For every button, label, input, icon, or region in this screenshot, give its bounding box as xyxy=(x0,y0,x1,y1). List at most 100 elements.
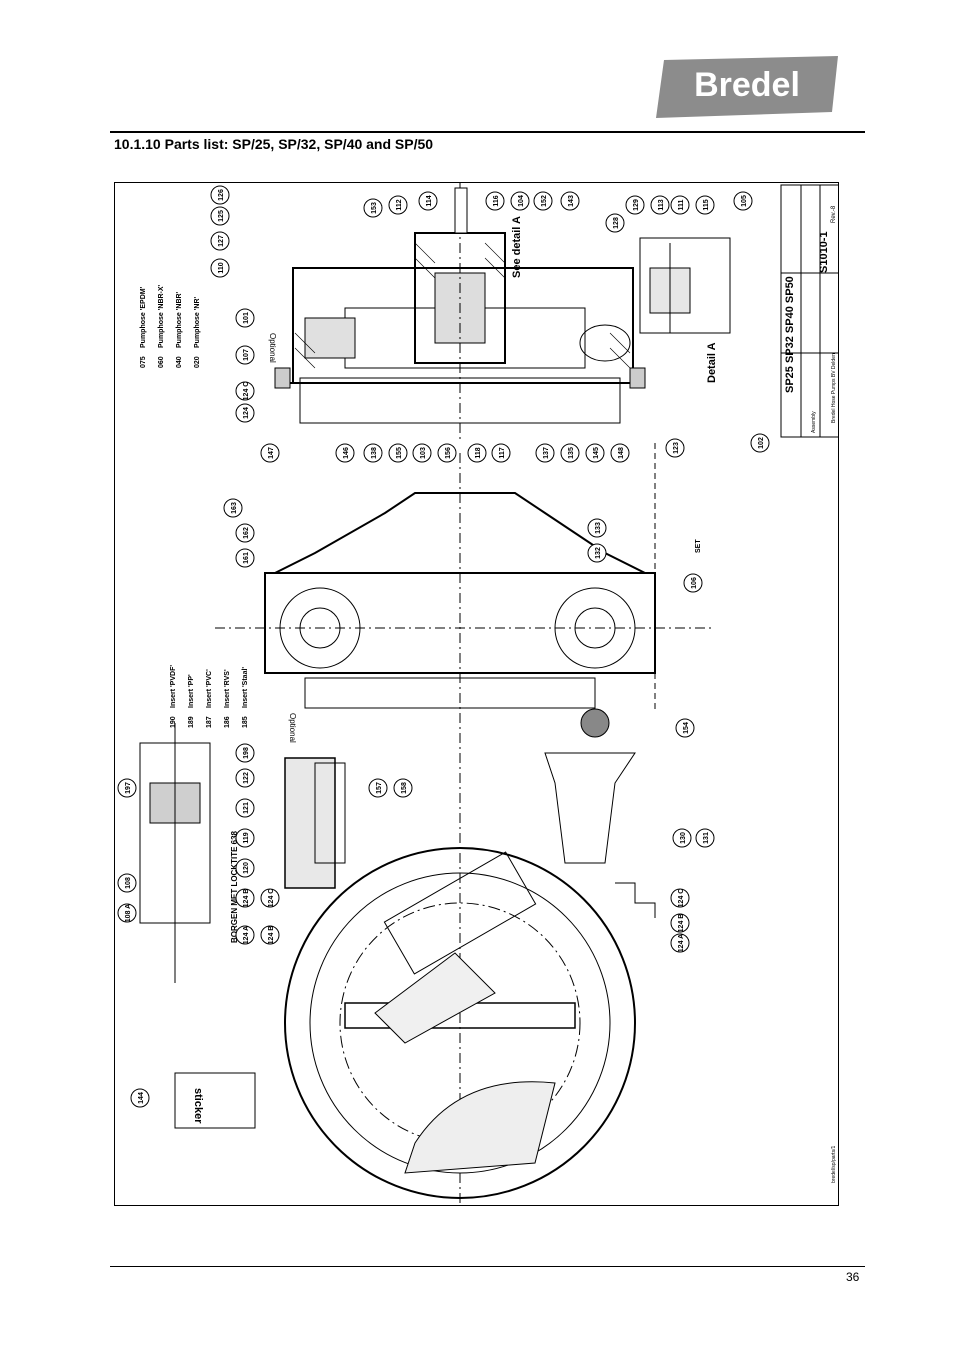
technical-drawing: SP25 SP32 SP40 SP50 S1010-1 Rev.-8 Brede… xyxy=(114,182,839,1206)
part-balloon-129: 129 xyxy=(625,195,645,215)
part-balloon-label: 106 xyxy=(691,577,698,589)
section-title: 10.1.10 Parts list: SP/25, SP/32, SP/40 … xyxy=(114,136,434,152)
part-balloon-label: 148 xyxy=(618,447,625,459)
part-balloon-label: 119 xyxy=(243,832,250,843)
part-balloon-130: 130 xyxy=(672,828,692,848)
hose-legend-040-text: Pumphose 'NBR' xyxy=(176,291,183,348)
drawing-rev: Rev.-8 xyxy=(831,205,837,223)
part-balloon-label: 143 xyxy=(568,195,575,207)
part-balloon-label: 113 xyxy=(658,199,665,210)
part-balloon-122: 122 xyxy=(235,768,255,788)
insert-legend-189: 189 xyxy=(188,716,195,728)
part-balloon-112: 112 xyxy=(388,195,408,215)
insert-legend-186: 186 xyxy=(224,716,231,728)
part-balloon-label: 132 xyxy=(595,547,602,559)
part-balloon-110: 110 xyxy=(210,258,230,278)
part-balloon-label: 112 xyxy=(396,199,403,210)
part-balloon-135: 135 xyxy=(560,443,580,463)
part-balloon-111: 111 xyxy=(670,195,690,215)
part-balloon-144: 144 xyxy=(130,1088,150,1108)
part-balloon-121: 121 xyxy=(235,798,255,818)
part-balloon-label: 124 xyxy=(243,407,250,419)
part-balloon-126: 126 xyxy=(210,185,230,205)
footer-rule xyxy=(110,1266,865,1267)
part-balloon-label: 120 xyxy=(243,862,250,874)
part-balloon-label: 116 xyxy=(493,195,500,206)
part-balloon-148: 148 xyxy=(610,443,630,463)
part-balloon-162: 162 xyxy=(235,523,255,543)
part-balloon-label: 157 xyxy=(376,782,383,794)
logo-text: Bredel xyxy=(694,66,800,104)
insert-legend-187-text: Insert 'PVC' xyxy=(206,669,213,708)
part-balloon-156: 156 xyxy=(437,443,457,463)
insert-legend-190-text: Insert 'PVDF' xyxy=(170,665,177,708)
part-balloon-label: 147 xyxy=(268,447,275,459)
part-balloon-label: 153 xyxy=(371,202,378,214)
part-balloon-113: 113 xyxy=(650,195,670,215)
part-balloon-124a: 124 C xyxy=(235,381,255,401)
hose-legend-060: 060 xyxy=(158,356,165,368)
part-balloon-108a: 108 A xyxy=(117,903,137,923)
insert-legend-185-text: Insert 'Staal' xyxy=(242,667,249,708)
see-detail-label: See detail A xyxy=(511,216,523,278)
insert-legend-190: 190 xyxy=(170,716,177,728)
part-balloon-label: 115 xyxy=(703,199,710,210)
part-balloon-label: 124 C xyxy=(678,889,685,908)
part-balloon-143: 143 xyxy=(560,191,580,211)
bredel-logo: Bredel xyxy=(656,56,838,118)
part-balloon-label: 108 xyxy=(125,877,132,889)
part-balloon-137: 137 xyxy=(535,443,555,463)
part-balloon-124ba: 124 B xyxy=(235,888,255,908)
sticker-label: sticker xyxy=(192,1088,204,1124)
part-balloon-119: 119 xyxy=(235,828,255,848)
part-balloon-163: 163 xyxy=(223,498,243,518)
part-balloon-label: 133 xyxy=(595,522,602,534)
part-balloon-154: 154 xyxy=(675,718,695,738)
part-balloon-131: 131 xyxy=(695,828,715,848)
part-balloon-label: 107 xyxy=(243,349,250,361)
part-balloon-label: 198 xyxy=(243,747,250,759)
part-balloon-117: 117 xyxy=(491,443,511,463)
drawing-svg: SP25 SP32 SP40 SP50 S1010-1 Rev.-8 Brede… xyxy=(117,183,838,1203)
part-balloon-label: 118 xyxy=(475,447,482,458)
part-balloon-128: 128 xyxy=(605,213,625,233)
part-balloon-label: 103 xyxy=(420,447,427,459)
part-balloon-102: 102 xyxy=(750,433,770,453)
part-balloon-label: 111 xyxy=(678,199,685,210)
part-balloon-label: 108 A xyxy=(125,904,132,922)
part-balloon-label: 121 xyxy=(243,802,250,814)
part-balloon-label: 124 A xyxy=(678,934,685,952)
part-balloon-label: 156 xyxy=(445,447,452,459)
part-balloon-label: 129 xyxy=(633,199,640,211)
part-balloon-197: 197 xyxy=(117,778,137,798)
part-balloon-label: 122 xyxy=(243,772,250,784)
hose-legend-020: 020 xyxy=(194,356,201,368)
part-balloon-138: 138 xyxy=(363,443,383,463)
drawing-company: Bredel Hose Pumps BV Delden xyxy=(831,353,837,423)
part-balloon-label: 146 xyxy=(343,447,350,459)
detail-a-label: Detail A xyxy=(706,342,718,383)
part-balloon-label: 135 xyxy=(568,447,575,459)
insert-legend-186-text: Insert 'RVS' xyxy=(224,669,231,708)
part-balloon-label: 154 xyxy=(683,722,690,734)
part-balloon-158: 158 xyxy=(393,778,413,798)
part-balloon-label: 163 xyxy=(231,502,238,514)
part-balloon-108: 108 xyxy=(117,873,137,893)
part-balloon-label: 197 xyxy=(125,782,132,794)
part-balloon-152: 152 xyxy=(533,191,553,211)
part-balloon-105: 105 xyxy=(733,191,753,211)
part-balloon-120: 120 xyxy=(235,858,255,878)
hose-legend-040: 040 xyxy=(176,356,183,368)
part-balloon-146: 146 xyxy=(335,443,355,463)
insert-legend-189-text: Insert 'PP' xyxy=(188,674,195,708)
part-balloon-label: 131 xyxy=(703,832,710,844)
part-balloon-124br: 124 C xyxy=(670,888,690,908)
page-number: 36 xyxy=(846,1270,860,1284)
set-label: SET xyxy=(695,539,702,553)
part-balloon-124ra: 124 A xyxy=(670,933,690,953)
part-balloon-153: 153 xyxy=(363,198,383,218)
hose-legend-075-text: Pumphose 'EPDM' xyxy=(140,286,147,348)
part-balloon-147: 147 xyxy=(260,443,280,463)
insert-legend-187: 187 xyxy=(206,716,213,728)
part-balloon-label: 155 xyxy=(396,447,403,459)
